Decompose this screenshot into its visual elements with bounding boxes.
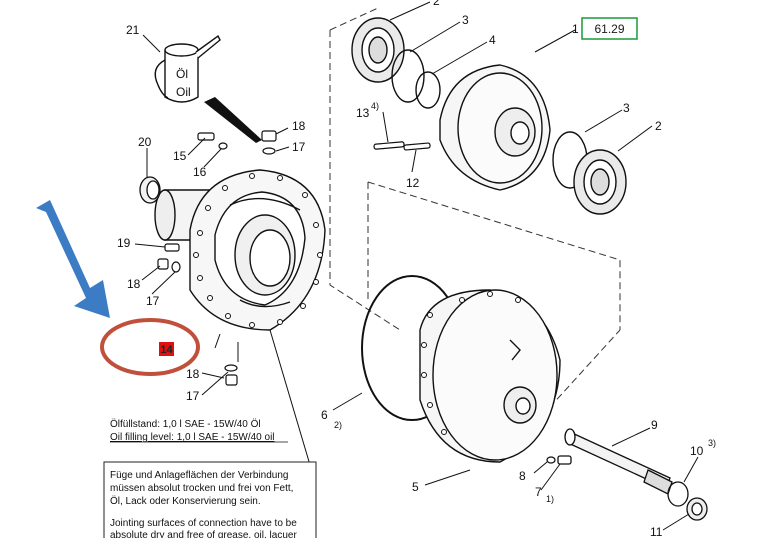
part-label: 18 [292,119,306,133]
part-label: 17 [186,389,200,403]
part-label: 11 [650,525,663,538]
seal-17-left [171,261,181,273]
oil-can-label-de: Öl [176,67,188,81]
footnote-marker: 2) [334,420,342,430]
part-label: 18 [186,367,200,381]
plug-18-left [157,258,169,270]
highlighted-part-number: 14 [160,344,173,356]
oil-fill-note-en: Oil filling level: 1,0 l SAE - 15W/40 oi… [110,432,275,443]
part-label: 20 [138,135,152,149]
bolt-15 [197,132,215,141]
pins [373,141,431,151]
part-label: 17 [292,140,306,154]
small-fasteners [157,130,277,386]
oil-can-label-en: Oil [176,85,191,99]
reference-number-box: 61.29 [581,17,638,40]
jointing-note-en-line1: Jointing surfaces of connection have to … [110,518,297,529]
part-label: 7 [535,485,542,499]
part-label: 3 [623,101,630,115]
part-label: 15 [173,149,187,163]
oil-fill-note: Ölfüllstand: 1,0 l SAE - 15W/40 Öl Oil f… [110,418,288,443]
part-labels: 21 20 19 18 17 15 16 18 17 18 17 2 3 4 1… [117,0,704,538]
part-label: 9 [651,418,658,432]
highlight-marker: 14 [100,318,200,376]
sealing-ring-top [262,147,276,155]
housing-part [154,169,326,331]
part-label: 21 [126,23,140,37]
part-label: 13 [356,106,370,120]
fill-indicator-wedge [204,97,262,143]
footnote-marker: 3) [708,438,716,448]
washer-16 [218,142,228,150]
part-label: 10 [690,444,704,458]
reference-number: 61.29 [594,22,624,36]
part-label: 16 [193,165,207,179]
pointer-arrow-icon [36,200,110,318]
shaft-and-rings [546,428,708,521]
cap-part [139,176,161,204]
part-label: 4 [489,33,496,47]
part-label: 5 [412,480,419,494]
jointing-note-de-line2: müssen absolut trocken und frei von Fett… [110,483,293,494]
drum-housing [361,275,561,463]
footnote-markers: 4) 2) 1) 3) [334,101,716,504]
plug-18-bottom [225,374,238,386]
part-label: 2 [433,0,440,8]
jointing-note-de-line1: Füge und Anlageflächen der Verbindung [110,470,288,481]
footnote-marker: 4) [371,101,379,111]
oil-fill-note-de: Ölfüllstand: 1,0 l SAE - 15W/40 Öl [110,418,261,430]
footnote-marker: 1) [546,494,554,504]
filler-plug [261,130,277,142]
part-label: 17 [146,294,160,308]
part-label: 6 [321,408,328,422]
part-label: 3 [462,13,469,27]
drum-bolt-holes [421,291,521,435]
part-label: 12 [406,176,420,190]
part-label: 8 [519,469,526,483]
part-label: 18 [127,277,141,291]
part-label: 19 [117,236,131,250]
housing-bolt-holes [193,173,323,328]
oil-can-icon: Öl Oil [154,34,221,103]
jointing-note-en-line2: absolute dry and free of grease, oil, la… [110,530,297,538]
part-label: 2 [655,119,662,133]
seal-17-bottom [224,364,238,372]
hub-assembly [351,17,627,215]
leader-lines [134,1,699,531]
part-label: 1 [572,22,579,36]
jointing-note-box: Füge und Anlageflächen der Verbindung mü… [103,461,317,538]
jointing-note-de-line3: Öl, Lack oder Konservierung sein. [110,495,261,507]
screw-19 [164,243,180,252]
